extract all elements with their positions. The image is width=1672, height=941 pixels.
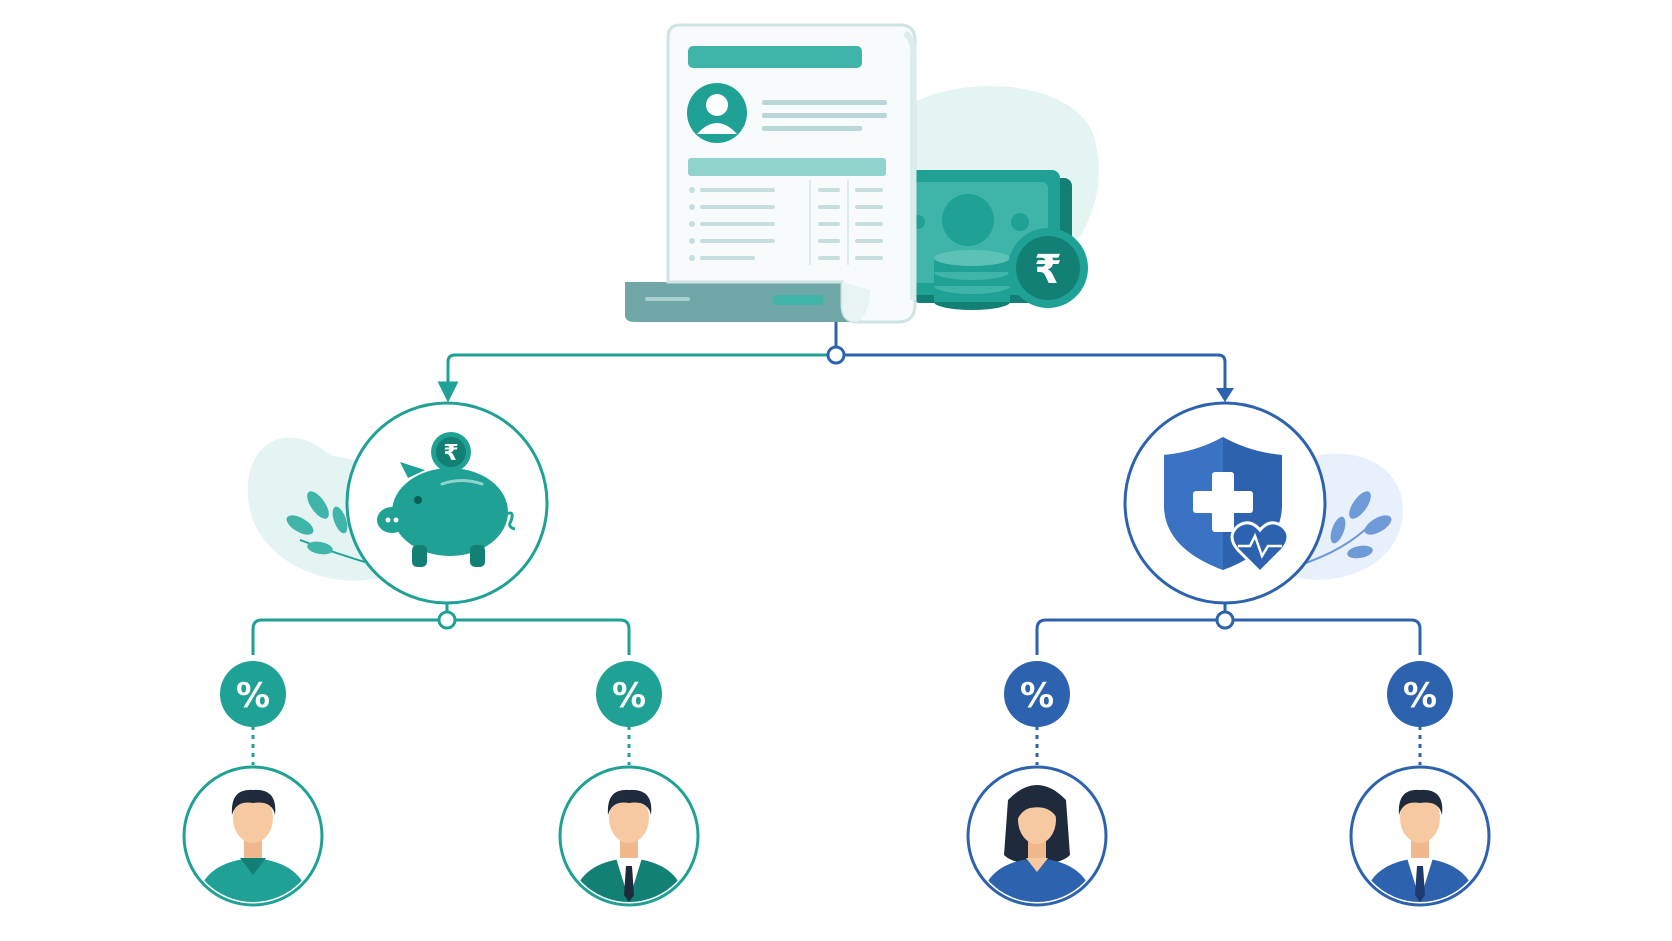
health-shield-icon: [1164, 437, 1290, 575]
savings-connector: [251, 603, 631, 765]
coin-stack-icon: [934, 250, 1010, 310]
percent-sign: %: [612, 676, 646, 716]
percent-sign: %: [236, 676, 270, 716]
rupee-symbol: ₹: [443, 441, 458, 466]
man-suit-icon: [558, 765, 700, 907]
salary-document-icon: ₹: [625, 23, 1099, 324]
woman-icon: [966, 765, 1108, 907]
man-suit-icon: [1349, 765, 1491, 907]
rupee-coin-icon: ₹: [431, 432, 471, 472]
insurance-connector: [1035, 603, 1422, 765]
percent-badge: %: [596, 661, 662, 727]
percent-sign: %: [1020, 676, 1054, 716]
percent-badge: %: [220, 661, 286, 727]
rupee-coin-icon: ₹: [1008, 228, 1088, 308]
heart-pulse-icon: [1230, 521, 1290, 575]
rupee-symbol: ₹: [1034, 247, 1062, 293]
insurance-node: [1123, 401, 1403, 605]
percent-sign: %: [1403, 676, 1437, 716]
root-connector: [437, 322, 1234, 403]
percent-badge: %: [1387, 661, 1453, 727]
percent-badge: %: [1004, 661, 1070, 727]
man-casual-icon: [182, 765, 324, 907]
leaf-sprig-icon: [1299, 491, 1392, 566]
savings-node: ₹: [247, 401, 549, 605]
piggy-bank-icon: [377, 462, 516, 567]
